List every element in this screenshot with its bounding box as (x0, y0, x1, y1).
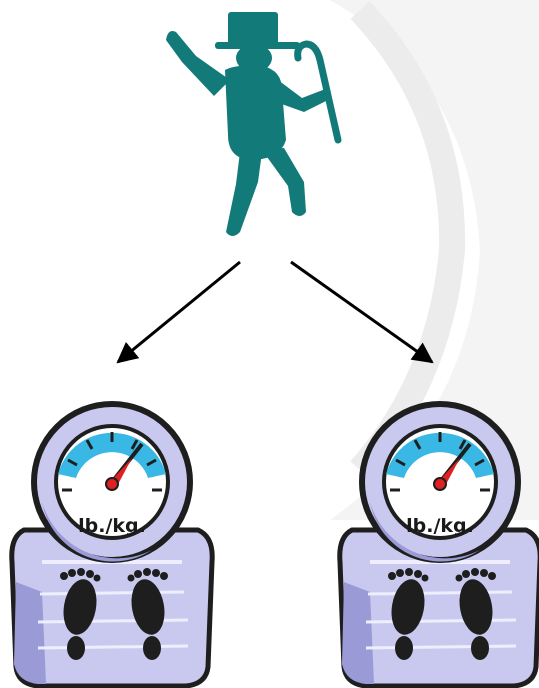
arrow-right (291, 262, 432, 362)
scale-unit-label: lb./kg. (406, 515, 474, 537)
scale-right: lb./kg. (340, 404, 539, 686)
dancing-man-icon (166, 12, 338, 236)
bathroom-scale-icon (340, 404, 539, 686)
arrow-left (118, 262, 240, 362)
scale-unit-label: lb./kg. (78, 515, 146, 537)
bathroom-scale-icon (12, 404, 212, 686)
scale-left: lb./kg. (12, 404, 212, 686)
